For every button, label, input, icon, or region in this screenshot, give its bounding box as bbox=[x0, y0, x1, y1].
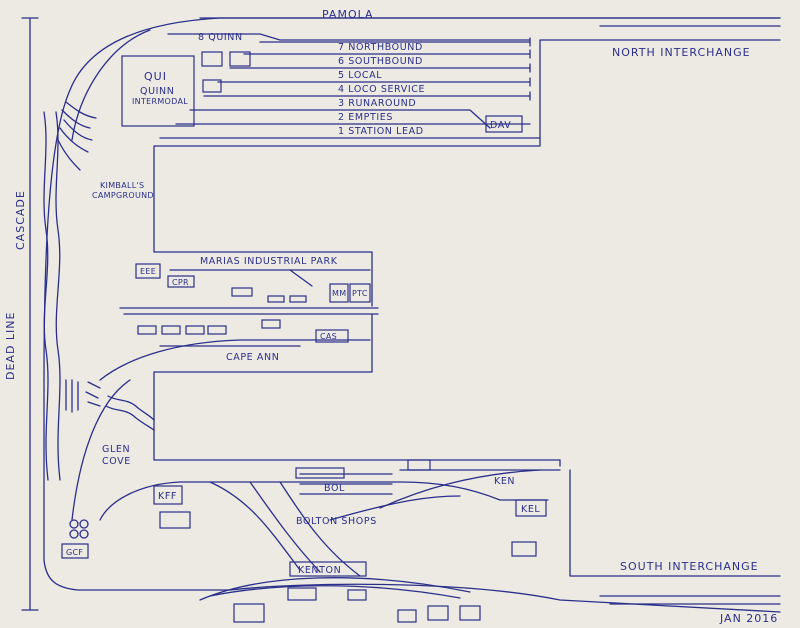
north-interchange-edge bbox=[153, 25, 781, 307]
kenton-car-1 bbox=[287, 587, 317, 601]
cape-car-3 bbox=[185, 325, 205, 335]
label-southbound: 6 SOUTHBOUND bbox=[338, 56, 423, 67]
cas-building bbox=[315, 329, 349, 343]
label-glen-2: COVE bbox=[102, 456, 131, 467]
label-eee: EEE bbox=[140, 267, 156, 276]
kff-annex bbox=[159, 511, 191, 529]
label-quinn-intermodal-1: QUINN bbox=[140, 86, 174, 97]
label-quinn-track: 8 QUINN bbox=[198, 32, 243, 43]
marias-car-2 bbox=[267, 295, 285, 303]
gcf-building bbox=[61, 543, 89, 559]
label-pamola: PAMOLA bbox=[322, 8, 374, 21]
cpr-building bbox=[167, 275, 195, 288]
cape-car-5 bbox=[261, 319, 281, 329]
label-dead-line: DEAD LINE bbox=[4, 312, 17, 380]
bol-building-top bbox=[295, 467, 345, 479]
label-ken: KEN bbox=[494, 476, 515, 487]
label-cpr: CPR bbox=[172, 278, 189, 287]
cascade-river bbox=[43, 101, 97, 481]
label-runaround: 3 RUNAROUND bbox=[338, 98, 416, 109]
kenton-tracks bbox=[199, 577, 471, 601]
label-gcf: GCF bbox=[66, 548, 83, 557]
cape-ann bbox=[71, 313, 561, 521]
label-kff: KFF bbox=[158, 491, 177, 502]
label-empties: 2 EMPTIES bbox=[338, 112, 393, 123]
label-cas: CAS bbox=[320, 332, 337, 341]
kenton-car-3 bbox=[233, 603, 265, 623]
ken-annex bbox=[511, 541, 537, 557]
label-date: JAN 2016 bbox=[719, 612, 778, 625]
label-bolton-shops: BOLTON SHOPS bbox=[296, 516, 377, 527]
label-south-interchange: SOUTH INTERCHANGE bbox=[620, 560, 759, 573]
label-ptc: PTC bbox=[352, 289, 368, 298]
label-kenton: KENTON bbox=[298, 565, 341, 576]
container-3 bbox=[202, 79, 222, 93]
cape-car-2 bbox=[161, 325, 181, 335]
eee-building bbox=[135, 263, 161, 279]
label-station-lead: 1 STATION LEAD bbox=[338, 126, 424, 137]
label-kimballs-2: CAMPGROUND bbox=[92, 191, 154, 200]
label-qui: QUI bbox=[144, 70, 167, 83]
label-mm: MM bbox=[332, 289, 346, 298]
marias-car-1 bbox=[231, 287, 253, 297]
kff-building bbox=[153, 485, 183, 505]
main-loop-track bbox=[43, 17, 781, 613]
bolton-area bbox=[99, 459, 781, 623]
mm-building bbox=[329, 283, 349, 303]
label-dav: DAV bbox=[490, 120, 511, 131]
dead-line-track bbox=[21, 17, 39, 611]
quinn-intermodal-building bbox=[121, 55, 195, 127]
label-cascade: CASCADE bbox=[14, 190, 27, 250]
gcf-area bbox=[61, 519, 89, 559]
kenton-car-4 bbox=[397, 609, 417, 623]
label-quinn-intermodal-2: INTERMODAL bbox=[132, 97, 188, 106]
label-kimballs-1: KIMBALL'S bbox=[100, 181, 144, 190]
label-bol: BOL bbox=[324, 483, 345, 494]
marias-industrial-park bbox=[119, 263, 379, 335]
label-northbound: 7 NORTHBOUND bbox=[338, 42, 423, 53]
container-1 bbox=[201, 51, 223, 67]
ptc-building bbox=[349, 283, 371, 303]
label-loco-service: 4 LOCO SERVICE bbox=[338, 84, 425, 95]
label-kel: KEL bbox=[521, 504, 540, 515]
label-glen-1: GLEN bbox=[102, 444, 130, 455]
marias-car-3 bbox=[289, 295, 307, 303]
label-cape-ann: CAPE ANN bbox=[226, 352, 279, 363]
yard-tracks bbox=[159, 37, 541, 139]
cape-car-1 bbox=[137, 325, 157, 335]
labels: PAMOLA 8 QUINN 7 NORTHBOUND 6 SOUTHBOUND… bbox=[4, 8, 778, 625]
cape-car-4 bbox=[207, 325, 227, 335]
label-north-interchange: NORTH INTERCHANGE bbox=[612, 46, 751, 59]
kenton-building bbox=[289, 561, 367, 577]
kenton-car-2 bbox=[347, 589, 367, 601]
dav-building bbox=[485, 115, 523, 133]
kenton-car-5 bbox=[427, 605, 449, 621]
label-marias: MARIAS INDUSTRIAL PARK bbox=[200, 256, 338, 267]
kenton-car-6 bbox=[459, 605, 481, 621]
quinn-intermodal bbox=[121, 51, 523, 133]
container-2 bbox=[229, 51, 251, 67]
river-hatches bbox=[65, 379, 155, 431]
bol-building-right bbox=[407, 459, 431, 471]
kel-building bbox=[515, 499, 547, 517]
label-local: 5 LOCAL bbox=[338, 70, 382, 81]
